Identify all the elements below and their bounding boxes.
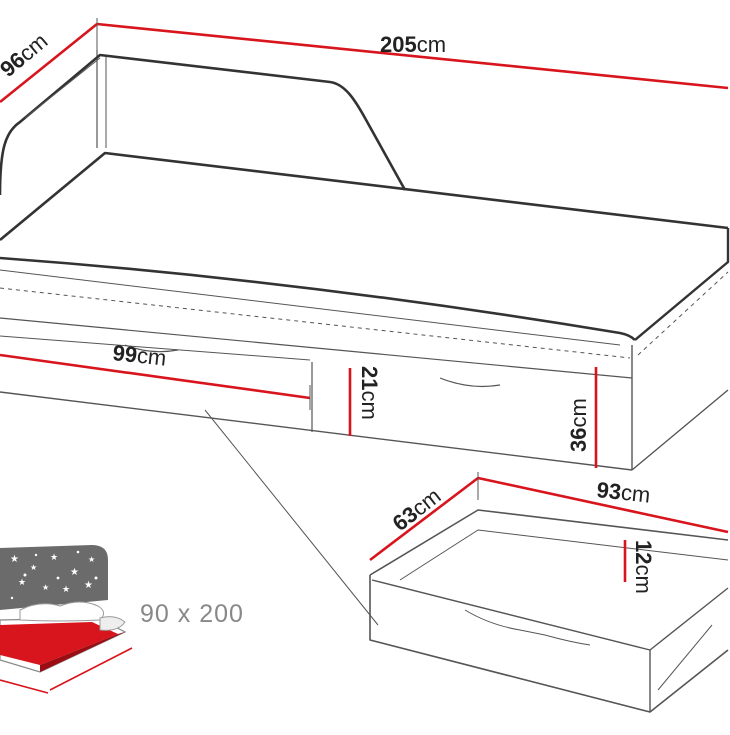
svg-text:★: ★ <box>10 554 19 565</box>
svg-text:★: ★ <box>88 555 95 564</box>
svg-text:★: ★ <box>84 580 93 591</box>
svg-text:★: ★ <box>18 577 26 587</box>
box-height-label: 12cm <box>631 540 656 594</box>
svg-text:★: ★ <box>50 552 58 562</box>
bed-frame <box>0 50 730 626</box>
dimension-lines <box>0 22 729 582</box>
mattress-size-icon: ★ ★ ★ ★ ★ ★ ★ ★ ★ <box>0 545 133 694</box>
storage-drawer <box>369 509 729 713</box>
bed-height-label: 36cm <box>566 398 591 452</box>
svg-text:★: ★ <box>62 584 70 594</box>
mattress-size-label: 90 x 200 <box>140 600 244 628</box>
depth-label: 96cm <box>0 28 52 82</box>
star-pattern: ★ ★ ★ ★ ★ ★ ★ ★ ★ <box>10 550 98 600</box>
svg-text:★: ★ <box>70 567 79 578</box>
box-width-label: 93cm <box>595 477 651 507</box>
drawer-width-label: 99cm <box>111 340 167 370</box>
box-depth-label: 63cm <box>388 483 446 536</box>
svg-text:★: ★ <box>42 583 49 592</box>
dimension-ticks <box>96 18 479 500</box>
svg-text:★: ★ <box>30 563 37 572</box>
drawer-height-label: 21cm <box>357 366 382 420</box>
length-label: 205cm <box>380 32 446 57</box>
